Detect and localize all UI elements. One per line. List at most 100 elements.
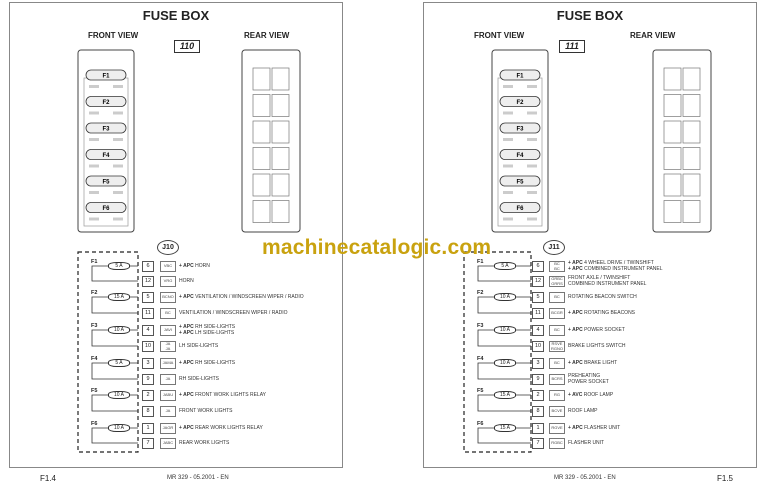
description-text: HORN <box>179 278 194 284</box>
wire-code-text: RGVE <box>551 425 563 431</box>
fuse-label: F3 <box>477 323 484 329</box>
rear-terminal <box>252 147 271 170</box>
description-line: FLASHER UNIT <box>568 440 604 446</box>
description-line: REAR WORK LIGHTS <box>179 440 229 446</box>
description-text: BRAKE LIGHT <box>584 360 618 366</box>
fuse-rating: 15 A <box>494 391 516 399</box>
fuse-slot <box>113 217 123 221</box>
description-line: + APC VENTILATION / WINDSCREEN WIPER / R… <box>179 294 304 300</box>
description-text: FLASHER UNIT <box>584 425 621 431</box>
circuit-description: + APC VENTILATION / WINDSCREEN WIPER / R… <box>179 294 304 300</box>
wire-code: JA <box>160 406 176 417</box>
rear-view-outline <box>241 49 301 233</box>
fuse-label-f6: F6 <box>516 206 524 212</box>
fuse-slot <box>527 111 537 115</box>
pin-number: 1 <box>142 423 154 434</box>
wire-code-text: JAMA <box>162 360 174 366</box>
fuse-label-f1: F1 <box>516 74 524 80</box>
fuse-rating: 10 A <box>108 326 130 334</box>
description-text: RH SIDE-LIGHTS <box>195 360 236 366</box>
rear-terminal <box>252 67 271 91</box>
description-line: COMBINED INSTRUMENT PANEL <box>568 281 646 287</box>
circuit-description: + APC REAR WORK LIGHTS RELAY <box>179 425 263 431</box>
fuse-slot <box>527 164 537 168</box>
description-text: PREHEATING <box>568 373 601 379</box>
description-text: ROTATING BEACON SWITCH <box>568 294 637 300</box>
description-text: VENTILATION / WINDSCREEN WIPER / RADIO <box>179 310 288 316</box>
fuse-slot <box>503 138 513 141</box>
fuse-rating: 5 A <box>108 262 130 270</box>
fuse-label: F2 <box>91 290 98 296</box>
circuit-description: HORN <box>179 278 194 284</box>
circuit-description: FRONT WORK LIGHTS <box>179 408 233 414</box>
rear-terminal <box>663 200 682 223</box>
wire-code-text: JA <box>165 341 171 346</box>
description-text: FRONT WORK LIGHTS RELAY <box>195 392 267 398</box>
fuse-label: F1 <box>91 259 98 265</box>
description-text: POWER SOCKET <box>584 327 625 333</box>
wire-code: BC <box>549 358 565 369</box>
circuit-description: BRAKE LIGHTS SWITCH <box>568 343 626 349</box>
wire-code-text: RGNO <box>551 345 563 351</box>
description-text: ROTATING BEACONS <box>584 310 636 316</box>
rear-view-outline <box>652 49 712 233</box>
fuse-slot <box>503 164 513 168</box>
fuse-label-f4: F4 <box>516 153 524 159</box>
circuit-description: + APC BRAKE LIGHT <box>568 360 617 366</box>
wire-code-text: RG <box>554 392 560 398</box>
front-view-outline <box>491 49 549 233</box>
rear-view-label: REAR VIEW <box>244 31 290 40</box>
fuse-slot <box>503 191 513 194</box>
fuse-f2 <box>85 96 127 107</box>
fuse-f1 <box>85 69 127 81</box>
rear-terminal <box>663 94 682 117</box>
fuse-label: F6 <box>477 421 484 427</box>
description-text: LH SIDE-LIGHTS <box>195 330 235 336</box>
fuse-box-boundary <box>463 251 532 453</box>
fuse-label: F6 <box>91 421 98 427</box>
rear-terminal <box>682 173 701 197</box>
description-text: POWER SOCKET <box>568 379 609 385</box>
supply-prefix: + APC <box>568 360 583 366</box>
wire-code: BC <box>549 325 565 336</box>
circuit-description: ROOF LAMP <box>568 408 597 414</box>
fuse-slot <box>527 138 537 141</box>
wire-code: BCVE <box>549 406 565 417</box>
rear-terminal <box>682 67 701 91</box>
description-line: FRONT WORK LIGHTS <box>179 408 233 414</box>
description-text: RH SIDE-LIGHTS <box>179 376 220 382</box>
pin-number: 9 <box>142 374 154 385</box>
wire-code-text: JAGR <box>162 425 174 431</box>
description-line: HORN <box>179 278 194 284</box>
fuse-f2 <box>499 96 541 107</box>
wire-code-text: BC <box>554 261 560 266</box>
fuse-label-f5: F5 <box>102 180 110 186</box>
fuse-label: F4 <box>477 356 484 362</box>
circuit-description: + APC ROTATING BEACONS <box>568 310 635 316</box>
wire-code-text: JABC <box>162 440 174 446</box>
rear-terminal <box>663 173 682 197</box>
description-text: RH SIDE-LIGHTS <box>195 324 236 330</box>
circuit-description: LH SIDE-LIGHTS <box>179 343 218 349</box>
supply-prefix: + APC <box>568 266 583 272</box>
fuse-slot <box>89 85 99 88</box>
fuse-slot <box>113 191 123 194</box>
pin-number: 3 <box>142 358 154 369</box>
wire-code: BCGR <box>549 308 565 319</box>
wire-code-text: JA <box>165 345 171 351</box>
fuse-label: F3 <box>91 323 98 329</box>
footer-text: MR 329 - 05.2001 - EN <box>554 475 616 481</box>
pin-number: 10 <box>142 341 154 352</box>
wire-code-text: JAVI <box>163 327 173 333</box>
fuse-label-f5: F5 <box>516 180 524 186</box>
rear-terminal <box>682 147 701 170</box>
fuse-label-f6: F6 <box>102 206 110 212</box>
pin-number: 8 <box>532 406 544 417</box>
description-line: + APC FRONT WORK LIGHTS RELAY <box>179 392 266 398</box>
fuse-slot <box>527 191 537 194</box>
